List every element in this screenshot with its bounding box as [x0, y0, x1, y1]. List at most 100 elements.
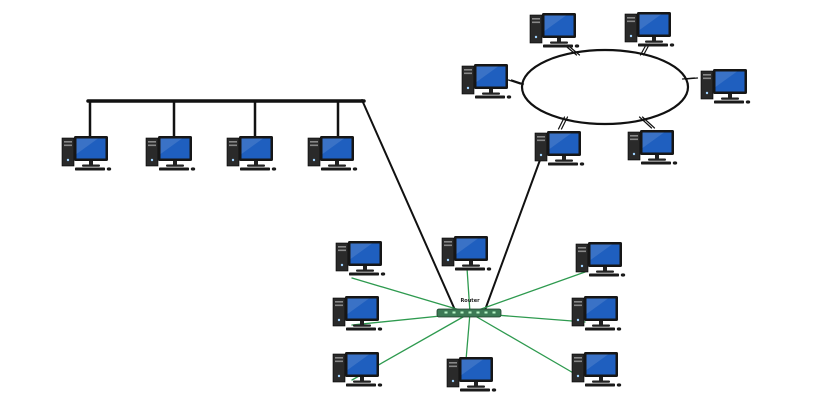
tower-power-light: [337, 318, 341, 322]
keyboard: [349, 272, 379, 276]
star-link: [351, 277, 471, 314]
tower-drive-bay: [537, 136, 545, 138]
monitor-stand: [166, 164, 184, 167]
monitor-screen: [642, 132, 672, 153]
screen-glare: [76, 138, 98, 154]
ring-cable: [520, 48, 690, 126]
star-computer: [332, 296, 383, 331]
monitor-neck: [652, 37, 656, 41]
monitor-screen: [322, 138, 352, 159]
mouse: [669, 43, 675, 47]
tower-power-light: [340, 263, 344, 267]
monitor-screen: [639, 14, 669, 35]
screen-glare: [544, 15, 566, 31]
screen-glare: [476, 66, 498, 82]
monitor-stand: [592, 324, 610, 327]
ring-computer: [627, 130, 678, 165]
router-port-light: [476, 311, 480, 314]
keyboard: [641, 161, 671, 165]
monitor-neck: [557, 38, 561, 42]
tower-drive-bay: [627, 20, 635, 23]
star-computer: [571, 352, 622, 387]
bus-computer: [226, 136, 277, 171]
monitor-screen: [456, 238, 486, 259]
monitor-neck: [728, 94, 732, 98]
mouse: [190, 167, 196, 171]
star-computer: [571, 296, 622, 331]
keyboard: [75, 167, 105, 171]
keyboard: [321, 167, 351, 171]
monitor-neck: [469, 261, 473, 265]
mouse: [491, 388, 497, 392]
tower-power-light: [66, 158, 70, 162]
monitor-stand: [596, 270, 614, 273]
monitor-stand: [721, 97, 739, 100]
tower-power-light: [466, 86, 470, 90]
keyboard: [638, 43, 668, 47]
keyboard: [585, 327, 615, 331]
router: Router: [436, 298, 502, 318]
keyboard: [346, 383, 376, 387]
keyboard: [460, 388, 490, 392]
screen-glare: [322, 138, 344, 154]
monitor-stand: [555, 159, 573, 162]
tower-drive-bay: [444, 244, 452, 247]
tower-drive-bay: [464, 72, 472, 75]
tower-power-light: [337, 374, 341, 378]
keyboard: [543, 44, 573, 48]
star-computer: [446, 357, 497, 392]
tower-power-light: [580, 264, 584, 268]
keyboard: [585, 383, 615, 387]
tower-drive-bay: [574, 304, 582, 307]
tower-drive-bay: [229, 144, 237, 147]
ring-computer: [534, 131, 585, 166]
mouse: [616, 327, 622, 331]
monitor-screen: [461, 359, 491, 380]
screen-glare: [347, 354, 369, 370]
ring-drop-cable: [507, 79, 522, 85]
monitor-screen: [544, 15, 574, 36]
bus-computer: [145, 136, 196, 171]
tower-drive-bay: [703, 74, 711, 76]
monitor-neck: [489, 89, 493, 93]
router-port-light: [468, 311, 472, 314]
ring-computer: [700, 69, 751, 104]
monitor-screen: [549, 133, 579, 154]
monitor-screen: [76, 138, 106, 159]
ring-computer: [461, 64, 512, 99]
screen-glare: [160, 138, 182, 154]
monitor-screen: [586, 354, 616, 375]
monitor-neck: [474, 382, 478, 386]
tower-drive-bay: [335, 304, 343, 307]
star-computer: [335, 241, 386, 276]
monitor-neck: [89, 161, 93, 165]
screen-glare: [461, 359, 483, 375]
tower-drive-bay: [449, 365, 457, 368]
keyboard: [714, 100, 744, 104]
router-label: Router: [460, 298, 480, 304]
tower-power-light: [312, 158, 316, 162]
monitor-screen: [476, 66, 506, 87]
star-computer: [441, 236, 492, 271]
star-link: [469, 271, 586, 314]
tower-drive-bay: [310, 141, 318, 143]
monitor-stand: [462, 264, 480, 267]
links-layer: [86, 43, 699, 381]
mouse: [616, 383, 622, 387]
bus-computer: [61, 136, 112, 171]
monitor-screen: [590, 244, 620, 265]
tower-power-light: [150, 158, 154, 162]
screen-glare: [241, 138, 263, 154]
monitor-screen: [715, 71, 745, 92]
tower-drive-bay: [148, 144, 156, 147]
tower-drive-bay: [703, 77, 711, 80]
screen-glare: [549, 133, 571, 149]
tower-drive-bay: [574, 360, 582, 363]
ring-computer: [529, 13, 580, 48]
tower-drive-bay: [335, 360, 343, 363]
tower-power-light: [629, 34, 633, 38]
monitor-neck: [655, 155, 659, 159]
monitor-neck: [360, 321, 364, 325]
keyboard: [475, 95, 505, 99]
